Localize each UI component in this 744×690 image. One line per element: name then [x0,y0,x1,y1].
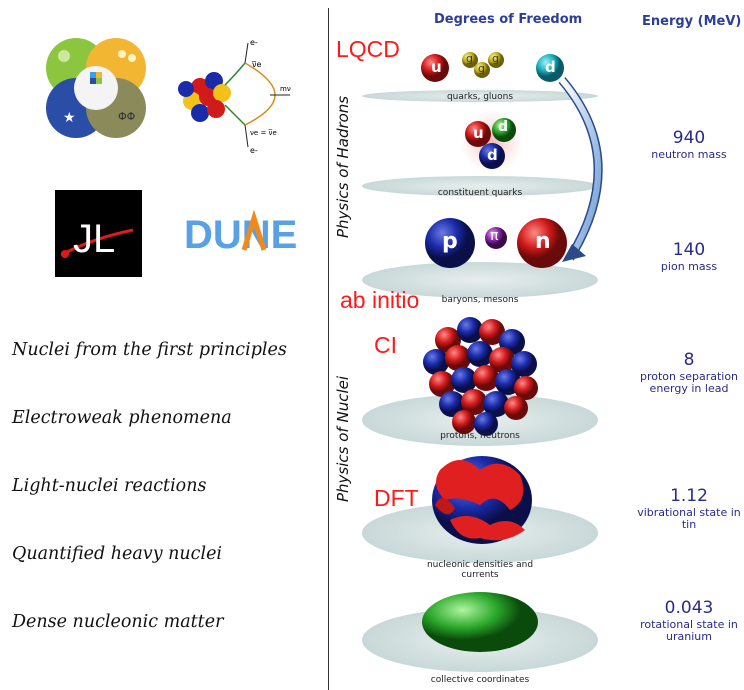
gluon [488,52,504,68]
arrow-head [562,244,586,262]
header-energy: Energy (MeV) [642,14,742,29]
topic-heavy-nuclei: Quantified heavy nuclei [12,544,223,564]
collective-ellipsoid [422,592,538,652]
method-ci: CI [374,332,397,358]
energy-140-label: pion mass [660,260,718,273]
svg-text:★: ★ [63,110,76,126]
level-disc [362,90,598,102]
constituent-d [479,143,505,169]
label-d: d [545,58,556,76]
method-lqcd: LQCD [336,36,400,62]
topic-light-nuclei: Light-nuclei reactions [12,476,207,496]
energy-0.043: 0.043 [664,598,714,618]
quark-u [421,54,449,82]
caption-quarks-gluons: quarks, gluons [446,92,514,102]
label-u: u [431,58,442,76]
topic-first-principles: Nuclei from the first principles [12,340,287,360]
energy-140: 140 [672,240,706,260]
energy-0.043-label: rotational state in uranium [640,618,738,643]
caption-baryons-mesons: baryons, mesons [441,295,519,305]
label-d-constituent: d [498,119,509,135]
constituent-u [465,121,491,147]
level-disc [362,176,598,196]
energy-1.12-label: vibrational state in tin [637,506,741,531]
svg-text:DUNE: DUNE [184,213,297,255]
energy-940-label: neutron mass [651,148,727,161]
logo-nuclear-physics: ★ ΦΦ [38,30,153,145]
nucleus-cluster [178,72,231,122]
label-n: n [535,229,551,254]
caption-collective: collective coordinates [430,675,530,685]
logo-circle-white [74,66,118,110]
method-dft: DFT [374,485,419,511]
label-p: p [442,229,458,254]
energy-8: 8 [683,350,695,370]
svg-text:ν̅e: ν̅e [251,60,261,69]
baryon-p [425,218,475,268]
gluon [474,62,490,78]
caption-constituent-quarks: constituent quarks [437,188,523,198]
svg-text:e-: e- [250,146,258,155]
baryon-n [517,218,567,268]
header-degrees-of-freedom: Degrees of Freedom [434,12,583,27]
nucleonic-densities [432,456,532,544]
scale-diagram [362,52,603,672]
diagram-frame [328,8,329,690]
svg-text:ΦΦ: ΦΦ [118,110,136,123]
svg-text:νe = ν̅e: νe = ν̅e [250,129,277,137]
caption-densities: nucleonic densities and currents [426,560,534,580]
energy-940: 940 [672,128,706,148]
svg-text:e-: e- [250,38,258,47]
label-g: g [478,62,485,75]
svg-text:JL: JL [73,217,115,261]
label-g: g [466,52,473,65]
logo-double-beta-decay: e- ν̅e mν νe = ν̅e e- [170,35,315,155]
label-g: g [492,52,499,65]
label-pi: π [490,228,499,244]
topic-electroweak: Electroweak phenomena [12,408,232,428]
topic-dense-matter: Dense nucleonic matter [12,612,224,632]
quark-d [536,54,564,82]
method-ab-initio: ab initio [340,287,420,313]
caption-protons-neutrons: protons, neutrons [440,431,520,441]
gluon [462,52,478,68]
constituent-d [492,118,516,142]
label-d-constituent: d [487,146,498,164]
meson-pi [485,227,507,249]
energy-8-label: proton separation energy in lead [639,370,739,395]
nucleus-protons-neutrons [423,317,538,436]
level-disc [362,262,598,298]
label-u-constituent: u [473,124,484,142]
energy-1.12: 1.12 [670,486,708,506]
logo-jlab: JL [55,190,142,277]
logo-dune: DUNE [184,209,304,257]
svg-text:mν: mν [280,85,291,93]
